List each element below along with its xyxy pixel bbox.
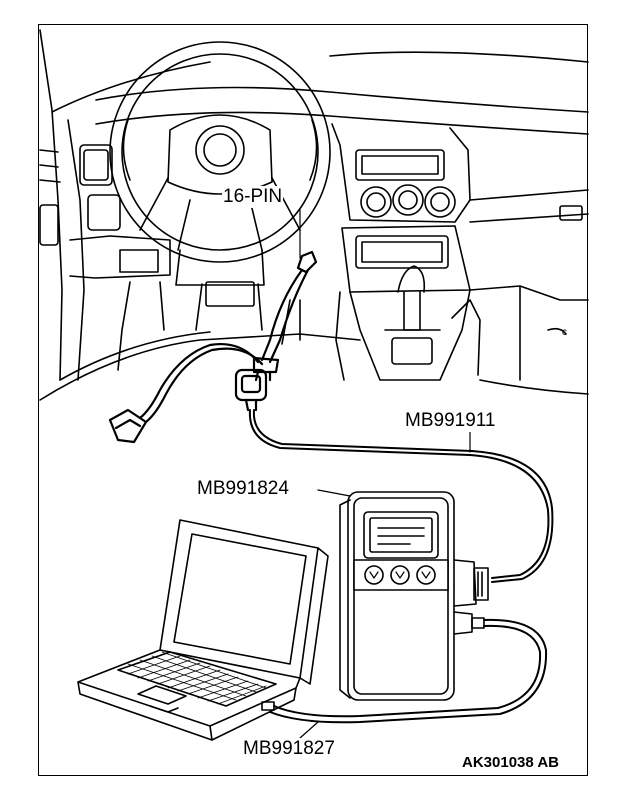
label-mb991911: MB991911 xyxy=(404,410,497,432)
laptop-pc xyxy=(77,519,329,741)
dashboard-illustration: c xyxy=(39,29,589,401)
diagram-frame xyxy=(38,24,588,776)
steering-wheel xyxy=(109,41,331,286)
label-mb991827: MB991827 xyxy=(242,738,336,760)
figure-id: AK301038 AB xyxy=(462,754,559,771)
label-mb991824: MB991824 xyxy=(196,478,290,500)
vci-interface-box xyxy=(339,491,489,701)
svg-text:c: c xyxy=(562,327,567,338)
y-cable xyxy=(108,250,318,444)
usb-cable xyxy=(269,618,548,724)
leader-lines xyxy=(299,209,471,739)
label-16-pin: 16-PIN xyxy=(222,186,284,208)
main-cable xyxy=(248,409,554,583)
